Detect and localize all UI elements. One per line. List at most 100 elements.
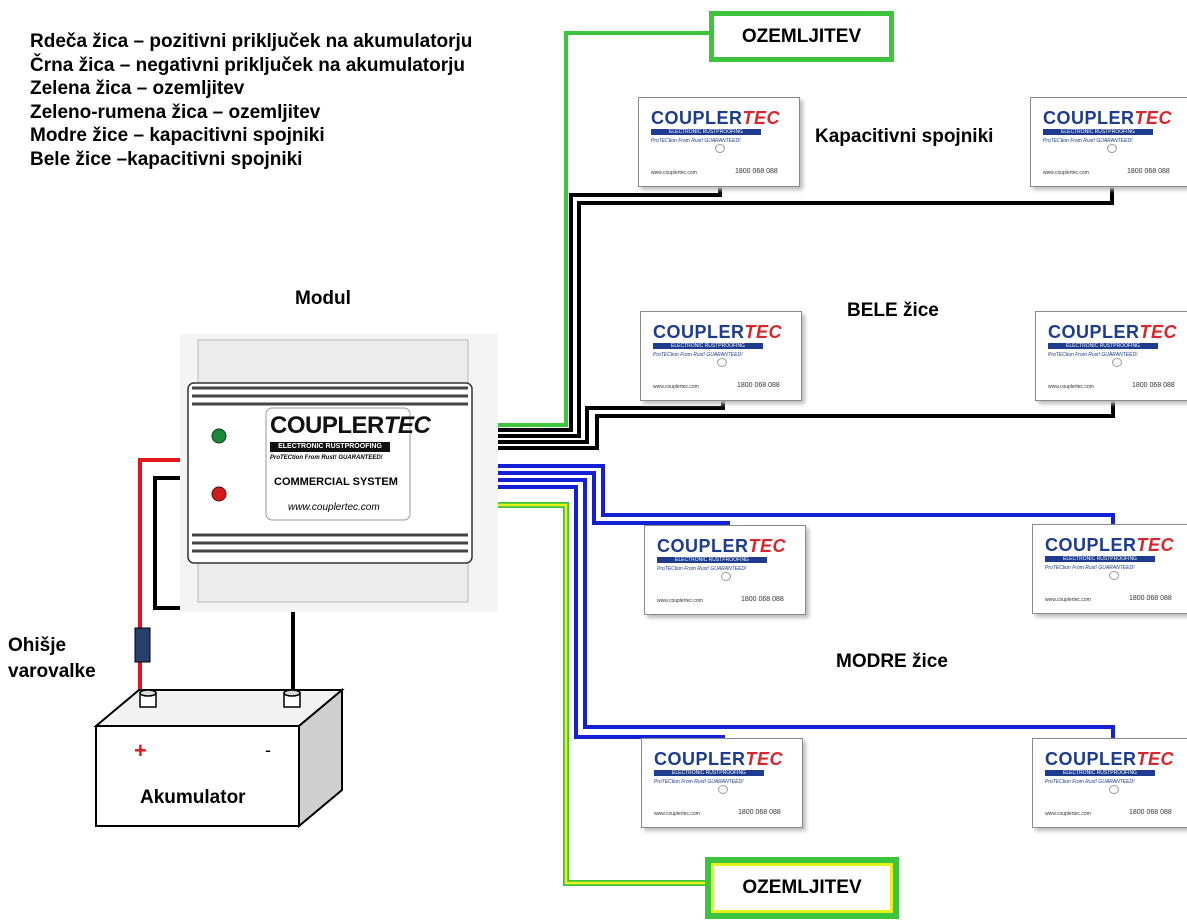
module-subtitle: ELECTRONIC RUSTPROOFING bbox=[270, 442, 390, 452]
coupler-subtitle: ELECTRONIC RUSTPROOFING bbox=[1045, 556, 1155, 562]
coupler-card: COUPLERTEC ELECTRONIC RUSTPROOFING ProTE… bbox=[1030, 97, 1187, 187]
coupler-tagline: ProTECtion From Rust! GUARANTEED! bbox=[1048, 352, 1138, 358]
legend-item: Bele žice –kapacitivni spojniki bbox=[30, 148, 303, 170]
coupler-website: www.couplertec.com bbox=[657, 598, 703, 604]
coupler-brand: COUPLER bbox=[653, 322, 745, 342]
coupler-hole bbox=[1107, 144, 1117, 153]
coupler-card: COUPLERTEC ELECTRONIC RUSTPROOFING ProTE… bbox=[1035, 311, 1187, 401]
coupler-website: www.couplertec.com bbox=[1045, 597, 1091, 603]
ground-label: OZEMLJITEV bbox=[741, 25, 862, 47]
module-tagline: ProTECtion From Rust! GUARANTEED! bbox=[270, 455, 383, 461]
coupler-brand-accent: TEC bbox=[748, 536, 787, 556]
coupler-subtitle: ELECTRONIC RUSTPROOFING bbox=[1043, 129, 1153, 135]
coupler-brand-accent: TEC bbox=[1136, 749, 1175, 769]
coupler-website: www.couplertec.com bbox=[1048, 384, 1094, 390]
coupler-tagline: ProTECtion From Rust! GUARANTEED! bbox=[1043, 138, 1133, 144]
black-wire bbox=[470, 172, 1114, 438]
coupler-brand-accent: TEC bbox=[1136, 535, 1175, 555]
black-wire bbox=[470, 172, 722, 432]
coupler-hole bbox=[1109, 785, 1119, 794]
coupler-brand: COUPLER bbox=[1045, 535, 1137, 555]
battery-minus-sign: - bbox=[265, 740, 271, 760]
green-led bbox=[211, 428, 227, 444]
battery-label: Akumulator bbox=[140, 787, 246, 808]
coupler-subtitle: ELECTRONIC RUSTPROOFING bbox=[657, 557, 767, 563]
coupler-phone: 1800 068 088 bbox=[741, 596, 784, 603]
coupler-brand: COUPLER bbox=[651, 108, 743, 128]
negative-terminal bbox=[283, 689, 301, 708]
coupler-phone: 1800 068 088 bbox=[1132, 382, 1175, 389]
coupler-subtitle: ELECTRONIC RUSTPROOFING bbox=[651, 129, 761, 135]
coupler-subtitle: ELECTRONIC RUSTPROOFING bbox=[653, 343, 763, 349]
coupler-card: COUPLERTEC ELECTRONIC RUSTPROOFING ProTE… bbox=[644, 525, 806, 615]
coupler-hole bbox=[715, 144, 725, 153]
ground-box-bottom: OZEMLJITEV bbox=[705, 857, 899, 919]
coupler-card: COUPLERTEC ELECTRONIC RUSTPROOFING ProTE… bbox=[1032, 524, 1187, 614]
module-website: www.couplertec.com bbox=[288, 502, 380, 513]
capacitive-couplers-label: Kapacitivni spojniki bbox=[815, 126, 994, 147]
fuse-holder bbox=[134, 627, 151, 663]
coupler-hole bbox=[721, 572, 731, 581]
positive-terminal bbox=[139, 689, 157, 708]
coupler-brand: COUPLER bbox=[654, 749, 746, 769]
green-ground-wire bbox=[470, 31, 712, 427]
coupler-brand: COUPLER bbox=[657, 536, 749, 556]
coupler-hole bbox=[717, 358, 727, 367]
coupler-phone: 1800 068 088 bbox=[1127, 168, 1170, 175]
module-label: Modul bbox=[295, 288, 351, 309]
coupler-brand-accent: TEC bbox=[742, 108, 781, 128]
coupler-hole bbox=[1109, 571, 1119, 580]
coupler-phone: 1800 068 088 bbox=[1129, 595, 1172, 602]
battery-plus-sign: + bbox=[134, 738, 147, 763]
module-brand-accent: TEC bbox=[383, 412, 431, 439]
module-unit bbox=[180, 334, 498, 612]
coupler-tagline: ProTECtion From Rust! GUARANTEED! bbox=[654, 779, 744, 785]
coupler-card: COUPLERTEC ELECTRONIC RUSTPROOFING ProTE… bbox=[640, 311, 802, 401]
fuse-holder-label: Ohišje varovalke bbox=[8, 635, 96, 682]
coupler-hole bbox=[718, 785, 728, 794]
coupler-subtitle: ELECTRONIC RUSTPROOFING bbox=[1045, 770, 1155, 776]
coupler-card: COUPLERTEC ELECTRONIC RUSTPROOFING ProTE… bbox=[638, 97, 800, 187]
legend-item: Modre žice – kapacitivni spojniki bbox=[30, 125, 325, 146]
legend-item: Rdeča žica – pozitivni priključek na aku… bbox=[30, 31, 473, 52]
coupler-brand-accent: TEC bbox=[1139, 322, 1178, 342]
black-battery-wire bbox=[153, 476, 295, 698]
coupler-brand-accent: TEC bbox=[745, 749, 784, 769]
coupler-brand: COUPLER bbox=[1043, 108, 1135, 128]
module-brand: COUPLER bbox=[270, 412, 384, 439]
black-wire bbox=[470, 380, 1115, 450]
coupler-tagline: ProTECtion From Rust! GUARANTEED! bbox=[657, 566, 747, 572]
coupler-website: www.couplertec.com bbox=[654, 811, 700, 817]
white-wires-label: BELE žice bbox=[847, 300, 939, 321]
red-wire bbox=[138, 458, 190, 698]
coupler-brand-accent: TEC bbox=[1134, 108, 1173, 128]
legend-item: Črna žica – negativni priključek na akum… bbox=[30, 54, 466, 76]
coupler-website: www.couplertec.com bbox=[651, 170, 697, 176]
coupler-tagline: ProTECtion From Rust! GUARANTEED! bbox=[651, 138, 741, 144]
module-system: COMMERCIAL SYSTEM bbox=[274, 476, 398, 488]
coupler-card: COUPLERTEC ELECTRONIC RUSTPROOFING ProTE… bbox=[1032, 738, 1187, 828]
blue-wires-label: MODRE žice bbox=[836, 651, 948, 672]
coupler-brand: COUPLER bbox=[1045, 749, 1137, 769]
ground-box-top: OZEMLJITEV bbox=[709, 11, 894, 62]
coupler-brand: COUPLER bbox=[1048, 322, 1140, 342]
coupler-phone: 1800 068 088 bbox=[737, 382, 780, 389]
red-led bbox=[211, 486, 227, 502]
coupler-website: www.couplertec.com bbox=[1045, 811, 1091, 817]
coupler-tagline: ProTECtion From Rust! GUARANTEED! bbox=[653, 352, 743, 358]
coupler-phone: 1800 068 088 bbox=[738, 809, 781, 816]
coupler-subtitle: ELECTRONIC RUSTPROOFING bbox=[654, 770, 764, 776]
legend-item: Zeleno-rumena žica – ozemljitev bbox=[30, 101, 321, 123]
legend-item: Zelena žica – ozemljitev bbox=[30, 78, 245, 99]
coupler-website: www.couplertec.com bbox=[1043, 170, 1089, 176]
battery bbox=[93, 687, 345, 829]
module-badge: COUPLERTEC ELECTRONIC RUSTPROOFING ProTE… bbox=[266, 408, 431, 520]
coupler-hole bbox=[1112, 358, 1122, 367]
ground-label: OZEMLJITEV bbox=[742, 877, 862, 898]
coupler-phone: 1800 068 088 bbox=[1129, 809, 1172, 816]
coupler-tagline: ProTECtion From Rust! GUARANTEED! bbox=[1045, 779, 1135, 785]
wire-legend: Rdeča žica – pozitivni priključek na aku… bbox=[30, 30, 472, 171]
coupler-phone: 1800 068 088 bbox=[735, 168, 778, 175]
coupler-subtitle: ELECTRONIC RUSTPROOFING bbox=[1048, 343, 1158, 349]
coupler-website: www.couplertec.com bbox=[653, 384, 699, 390]
